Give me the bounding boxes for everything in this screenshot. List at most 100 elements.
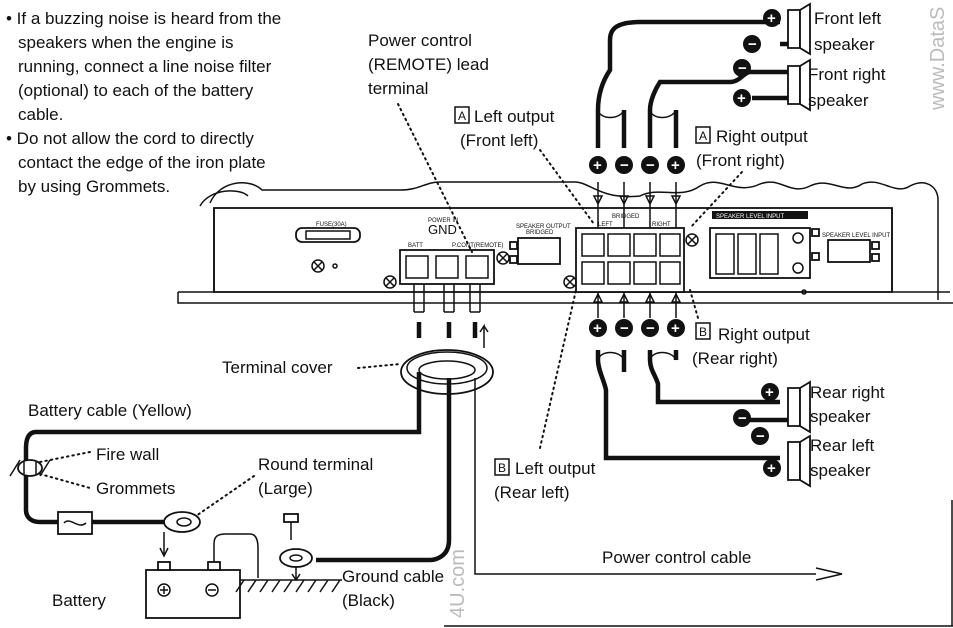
pcont-arrow-up bbox=[479, 323, 489, 348]
svg-text:−: − bbox=[738, 410, 747, 427]
terminal-cover-label: Terminal cover bbox=[222, 358, 333, 377]
rear-right-speaker-label-1: Rear right bbox=[810, 383, 885, 402]
badge-b-right bbox=[695, 322, 711, 340]
fuse-screw bbox=[311, 259, 325, 273]
battery-body bbox=[145, 569, 241, 619]
amplifier-unit: FUSE(30A) POWER IN GND BATT P.CONT(REMOT… bbox=[177, 181, 953, 304]
left-output-front-label-2: (Front left) bbox=[460, 131, 538, 150]
ground-cable-label-2: (Black) bbox=[342, 591, 395, 610]
output-labels: A Left output (Front left) A Right outpu… bbox=[454, 106, 810, 502]
note-line-5: cable. bbox=[18, 105, 63, 124]
svg-text:+: + bbox=[737, 90, 746, 107]
round-terminal: Round terminal (Large) bbox=[159, 455, 373, 558]
ground-cable-path bbox=[316, 378, 452, 563]
svg-text:A: A bbox=[458, 109, 466, 123]
power-control-label-3: terminal bbox=[368, 79, 428, 98]
level-input-small-label: SPEAKER LEVEL INPUT bbox=[822, 233, 890, 239]
heatsink-top bbox=[209, 181, 939, 300]
batt-label: BATT bbox=[408, 243, 423, 249]
svg-text:−: − bbox=[620, 157, 629, 174]
note-line-6: • Do not allow the cord to directly bbox=[6, 129, 254, 148]
terminal-cover: Terminal cover bbox=[222, 349, 494, 395]
svg-text:+: + bbox=[593, 320, 602, 337]
power-control-arrow bbox=[812, 567, 843, 581]
svg-text:−: − bbox=[756, 428, 765, 445]
battery-cable-path bbox=[23, 372, 422, 525]
speaker-terminals bbox=[581, 233, 681, 285]
round-terminal-label-1: Round terminal bbox=[258, 455, 373, 474]
speaker-block-screw-left bbox=[563, 275, 577, 289]
rear-polarity-signs: + − − + bbox=[589, 319, 685, 337]
badge-a-right bbox=[695, 126, 711, 144]
svg-text:B: B bbox=[498, 461, 506, 475]
note-line-1: • If a buzzing noise is heard from the bbox=[6, 9, 281, 28]
battery-cable-label: Battery cable (Yellow) bbox=[28, 401, 192, 420]
speaker-output-legend bbox=[517, 237, 561, 265]
power-control-label-1: Power control bbox=[368, 31, 472, 50]
battery-negative-icon bbox=[205, 583, 219, 597]
watermark-top-right: www.DataS bbox=[927, 7, 949, 111]
speaker-level-input-bar bbox=[712, 211, 808, 219]
front-left-speaker-label-2: speaker bbox=[814, 35, 875, 54]
power-control-label-2: (REMOTE) lead bbox=[368, 55, 489, 74]
front-right-speaker-label-2: speaker bbox=[808, 91, 869, 110]
page-rule bbox=[444, 500, 953, 627]
power-block-screw-right bbox=[496, 251, 510, 265]
note-line-2: speakers when the engine is bbox=[18, 33, 233, 52]
front-right-speaker: − + Front right speaker bbox=[712, 58, 886, 112]
speaker-output-label: SPEAKER OUTPUT bbox=[516, 224, 571, 230]
base-flange bbox=[177, 292, 953, 304]
front-left-speaker: + − Front left speaker bbox=[743, 2, 881, 56]
badge-b-left bbox=[494, 458, 510, 476]
grommets-label: Grommets bbox=[96, 479, 175, 498]
watermark-bottom: 4U.com bbox=[447, 549, 469, 618]
installation-notes: • If a buzzing noise is heard from the s… bbox=[6, 9, 281, 196]
bridged-label: BRIDGED bbox=[612, 214, 640, 220]
front-left-speaker-label-1: Front left bbox=[814, 9, 881, 28]
rear-left-speaker-label-2: speaker bbox=[810, 461, 871, 480]
note-line-4: (optional) to each of the battery bbox=[18, 81, 254, 100]
gnd-label: GND bbox=[428, 222, 457, 237]
ground-point: Ground cable (Black) bbox=[235, 513, 444, 610]
battery-label: Battery bbox=[52, 591, 106, 610]
svg-text:−: − bbox=[748, 36, 757, 53]
right-output-front-label-2: (Front right) bbox=[696, 151, 785, 170]
round-terminal-label-2: (Large) bbox=[258, 479, 313, 498]
battery-positive-icon bbox=[157, 583, 171, 597]
note-line-8: by using Grommets. bbox=[18, 177, 170, 196]
left-output-rear-label-1: Left output bbox=[515, 459, 596, 478]
power-cables bbox=[413, 284, 489, 348]
svg-text:−: − bbox=[738, 60, 747, 77]
svg-text:+: + bbox=[767, 10, 776, 27]
rear-left-speaker: − + Rear left speaker bbox=[751, 427, 875, 488]
right-label: RIGHT bbox=[652, 222, 671, 228]
rear-speaker-wiring bbox=[592, 292, 780, 461]
battery-and-ground-cables: Battery cable (Yellow) Power control cab… bbox=[23, 372, 843, 581]
heatsink-edge bbox=[199, 190, 249, 207]
rear-right-speaker: + − Rear right speaker bbox=[733, 380, 885, 434]
svg-text:−: − bbox=[620, 320, 629, 337]
svg-text:−: − bbox=[646, 157, 655, 174]
badge-a-left bbox=[454, 106, 470, 124]
power-terminal-block bbox=[399, 249, 495, 285]
power-control-terminal-callout: Power control (REMOTE) lead terminal bbox=[368, 31, 489, 253]
pcont-label: P.CONT(REMOTE) bbox=[452, 243, 504, 249]
front-polarity-signs: + − − + bbox=[589, 156, 685, 174]
front-right-speaker-label-1: Front right bbox=[808, 65, 886, 84]
svg-text:A: A bbox=[699, 129, 707, 143]
svg-text:+: + bbox=[671, 157, 680, 174]
rear-right-speaker-label-2: speaker bbox=[810, 407, 871, 426]
fire-wall-label: Fire wall bbox=[96, 445, 159, 464]
left-label: LEFT bbox=[598, 222, 613, 228]
ground-bolt-head bbox=[283, 513, 299, 523]
front-speaker-wiring bbox=[592, 19, 780, 228]
svg-text:+: + bbox=[593, 157, 602, 174]
speaker-level-input-label: SPEAKER LEVEL INPUT bbox=[716, 214, 784, 220]
power-control-cable-label: Power control cable bbox=[602, 548, 751, 567]
right-output-rear-label-2: (Rear right) bbox=[692, 349, 778, 368]
left-output-rear-label-2: (Rear left) bbox=[494, 483, 570, 502]
power-control-cable-path bbox=[474, 378, 812, 575]
power-block-screw-left bbox=[383, 275, 397, 289]
bridged-label-small: BRIDGED bbox=[526, 230, 554, 236]
